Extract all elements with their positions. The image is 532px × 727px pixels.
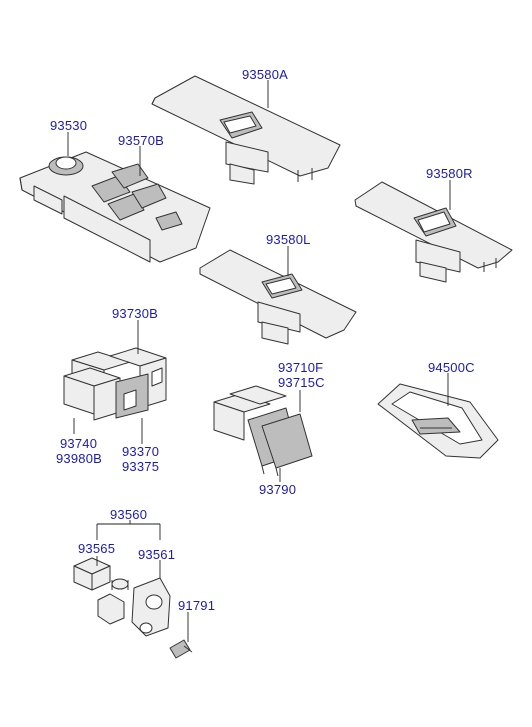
label-93570b: 93570B [118,133,165,148]
label-93580l: 93580L [266,232,311,247]
label-93710f: 93710F [278,360,324,375]
label-93790: 93790 [259,482,297,497]
label-93740: 93740 [60,436,98,451]
label-93580r: 93580R [426,166,473,181]
label-93730b: 93730B [112,306,159,321]
label-93715c: 93715C [278,375,325,390]
leader-lines [67,80,451,642]
label-93530: 93530 [50,118,88,133]
switch-93580l [199,249,357,345]
switch-93580a [151,75,341,185]
label-91791: 91791 [178,598,216,613]
label-94500c: 94500C [428,360,475,375]
label-93375: 93375 [122,459,160,474]
label-93370: 93370 [122,444,160,459]
switch-94500c [377,383,499,459]
switch-93730b [63,347,167,421]
label-93580a: 93580A [242,67,289,82]
label-93565: 93565 [78,541,116,556]
switch-93790 [213,385,313,477]
switch-93580r [354,181,513,283]
switch-93560 [73,557,193,659]
label-93561: 93561 [138,547,176,562]
switch-93570b [19,151,211,263]
label-93560: 93560 [110,507,148,522]
label-93980b: 93980B [56,451,103,466]
